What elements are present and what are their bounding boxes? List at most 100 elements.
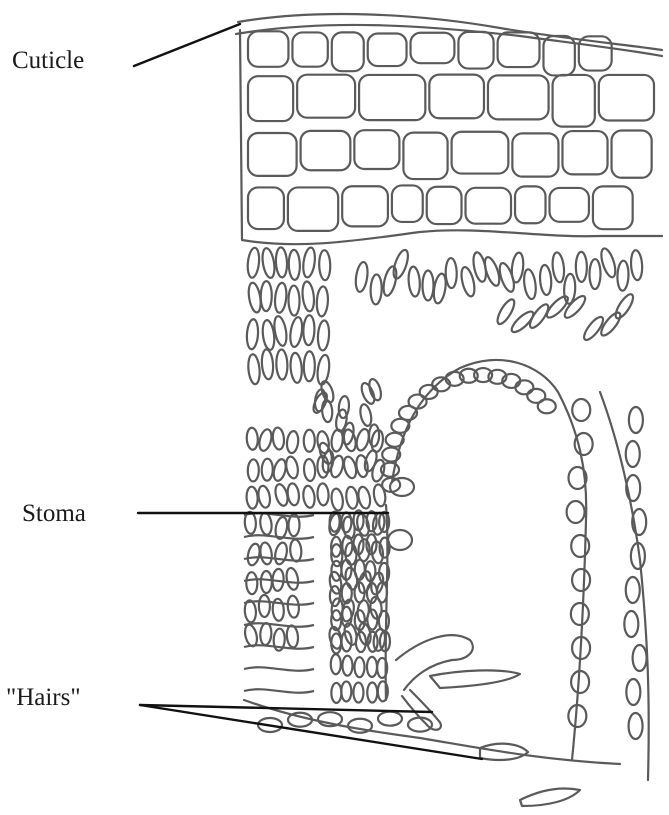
palisade-cell [510, 252, 524, 283]
lower-epidermis-cell [378, 712, 402, 726]
lining-cell [386, 433, 404, 447]
mesophyll-cell [359, 381, 377, 405]
palisade-cell [551, 252, 565, 283]
mesophyll-cell [338, 396, 350, 419]
lining-cell [572, 399, 590, 421]
mesophyll-cell [331, 654, 341, 674]
epidermis-cell [488, 75, 549, 119]
epidermis-cell [593, 186, 633, 229]
epidermis-cell [599, 75, 654, 121]
mesophyll-cell [272, 458, 288, 482]
palisade-cell [539, 265, 552, 296]
hair-4 [520, 788, 580, 806]
mesophyll-cell [345, 486, 359, 509]
palisade-cell [275, 247, 287, 278]
mesophyll-cell [260, 623, 272, 646]
epidermis-cell [354, 130, 399, 169]
mesophyll-strand [244, 667, 314, 670]
mesophyll-cell [342, 631, 352, 651]
palisade-cell [589, 259, 600, 289]
epidermis-cell [248, 187, 284, 229]
epidermis-cell [368, 33, 407, 66]
mesophyll-cell [311, 391, 330, 415]
mesophyll-cell [342, 656, 352, 676]
palisade-cell [576, 252, 587, 282]
palisade-cell [246, 247, 260, 278]
mesophyll-cell [286, 483, 300, 506]
epidermis-cell [515, 186, 545, 223]
mesophyll-cell [303, 459, 316, 482]
mesophyll-cell [304, 430, 315, 452]
epidermis-cell [403, 133, 447, 179]
mesophyll-cell [331, 561, 341, 581]
spongy-mesophyll-cells [243, 378, 390, 703]
upper-epidermis-cells [248, 31, 654, 231]
lining-cell [629, 713, 643, 739]
lower-epidermis-cell [408, 718, 432, 732]
mesophyll-cell [355, 657, 365, 677]
epidermis-cell [392, 185, 423, 222]
palisade-cell [246, 319, 259, 350]
mesophyll-cell [353, 683, 363, 703]
mesophyll-cell [259, 512, 273, 535]
mesophyll-cell [317, 483, 329, 506]
lining-cell [567, 501, 585, 523]
cuticle-leader [134, 24, 240, 66]
stoma-label: Stoma [22, 501, 86, 526]
mesophyll-cell [284, 456, 299, 480]
mesophyll-cell [257, 428, 273, 452]
palisade-cell [274, 282, 288, 313]
lining-cell [572, 569, 590, 591]
mesophyll-strand [244, 623, 314, 626]
mesophyll-cell [272, 427, 285, 450]
lining-cell [515, 380, 533, 394]
mesophyll-cell [246, 572, 258, 594]
mesophyll-cell [286, 625, 299, 648]
cuticle-inner [236, 25, 662, 56]
epidermis-cell [332, 32, 364, 71]
palisade-cell [494, 297, 517, 326]
palisade-cell [261, 281, 272, 311]
hairs-label: "Hairs" [6, 685, 81, 710]
epidermis-cell [466, 188, 512, 224]
lining-cell [571, 535, 589, 557]
mesophyll-cell [285, 567, 300, 591]
epidermis-cell [612, 131, 652, 178]
mesophyll-cell [341, 681, 351, 701]
mesophyll-cell [372, 484, 387, 508]
epidermis-cell [452, 132, 509, 174]
hair-5 [430, 670, 520, 688]
palisade-cell [301, 281, 315, 312]
mesophyll-cell [259, 542, 273, 565]
mesophyll-cell [331, 683, 341, 703]
cavity-lining-cells [381, 368, 647, 739]
epidermis-cell [411, 33, 455, 63]
mesophyll-cell [248, 459, 259, 481]
mesophyll-cell [246, 543, 262, 567]
lower-epidermis-cell [348, 719, 372, 733]
palisade-cell [617, 260, 629, 290]
epidermis-cell [512, 133, 558, 176]
lining-cell [626, 577, 640, 603]
lining-cell [626, 679, 640, 705]
palisade-cell [319, 250, 331, 280]
palisade-cell [317, 320, 330, 351]
epidermis-cell [301, 131, 351, 170]
epidermis-cell [550, 188, 589, 222]
guard-cell [388, 530, 412, 550]
epidermis-cell [427, 187, 462, 224]
epidermis-cell [458, 32, 493, 69]
lining-cell [629, 407, 643, 433]
palisade-cell [422, 270, 433, 300]
mesophyll-cell [289, 539, 302, 562]
palisade-cell [304, 351, 315, 381]
palisade-cell [289, 352, 302, 383]
palisade-cell [276, 349, 288, 379]
palisade-cell [509, 309, 536, 335]
palisade-cell [381, 265, 399, 297]
mesophyll-cell [259, 595, 270, 617]
mesophyll-cell [287, 595, 300, 618]
lining-cell [633, 645, 647, 671]
epidermis-cell [429, 75, 484, 119]
